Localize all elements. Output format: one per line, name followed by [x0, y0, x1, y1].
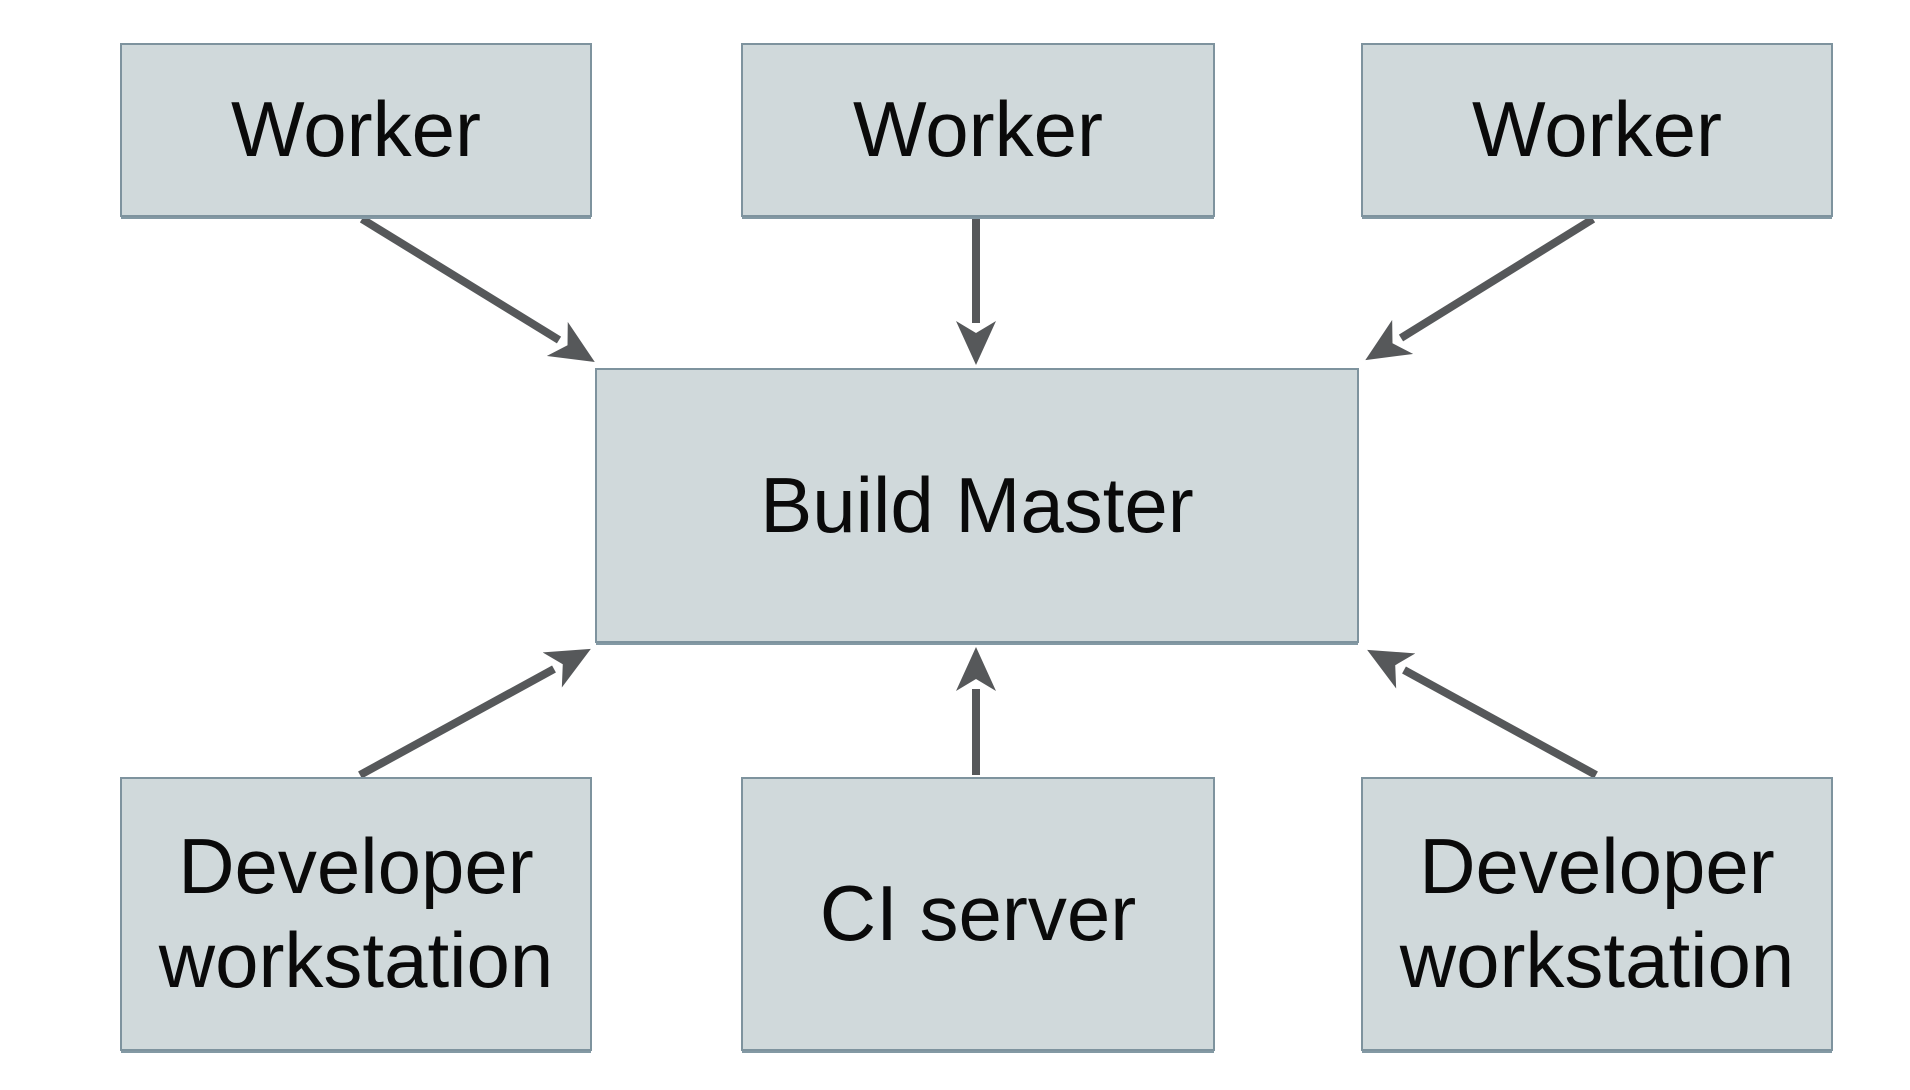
arrow-developer-workstation-right-to-build-master	[1367, 649, 1598, 779]
node-developer-workstation-left: Developer workstation	[120, 777, 592, 1051]
node-label: Developer workstation	[158, 822, 554, 1004]
arrow-developer-workstation-left-to-build-master	[358, 648, 591, 779]
node-label: Worker	[231, 85, 481, 174]
node-developer-workstation-right: Developer workstation	[1361, 777, 1833, 1051]
node-label: CI server	[819, 869, 1137, 958]
node-build-master: Build Master	[595, 368, 1359, 643]
node-worker-3: Worker	[1361, 43, 1833, 217]
node-label: Worker	[853, 85, 1103, 174]
node-label: Worker	[1472, 85, 1722, 174]
node-label: Developer workstation	[1399, 822, 1795, 1004]
node-worker-1: Worker	[120, 43, 592, 217]
node-worker-2: Worker	[741, 43, 1215, 217]
node-label: Build Master	[760, 460, 1194, 549]
arrow-worker-1-to-build-master	[359, 215, 595, 362]
node-ci-server: CI server	[741, 777, 1215, 1051]
arrow-worker-3-to-build-master	[1365, 215, 1596, 361]
